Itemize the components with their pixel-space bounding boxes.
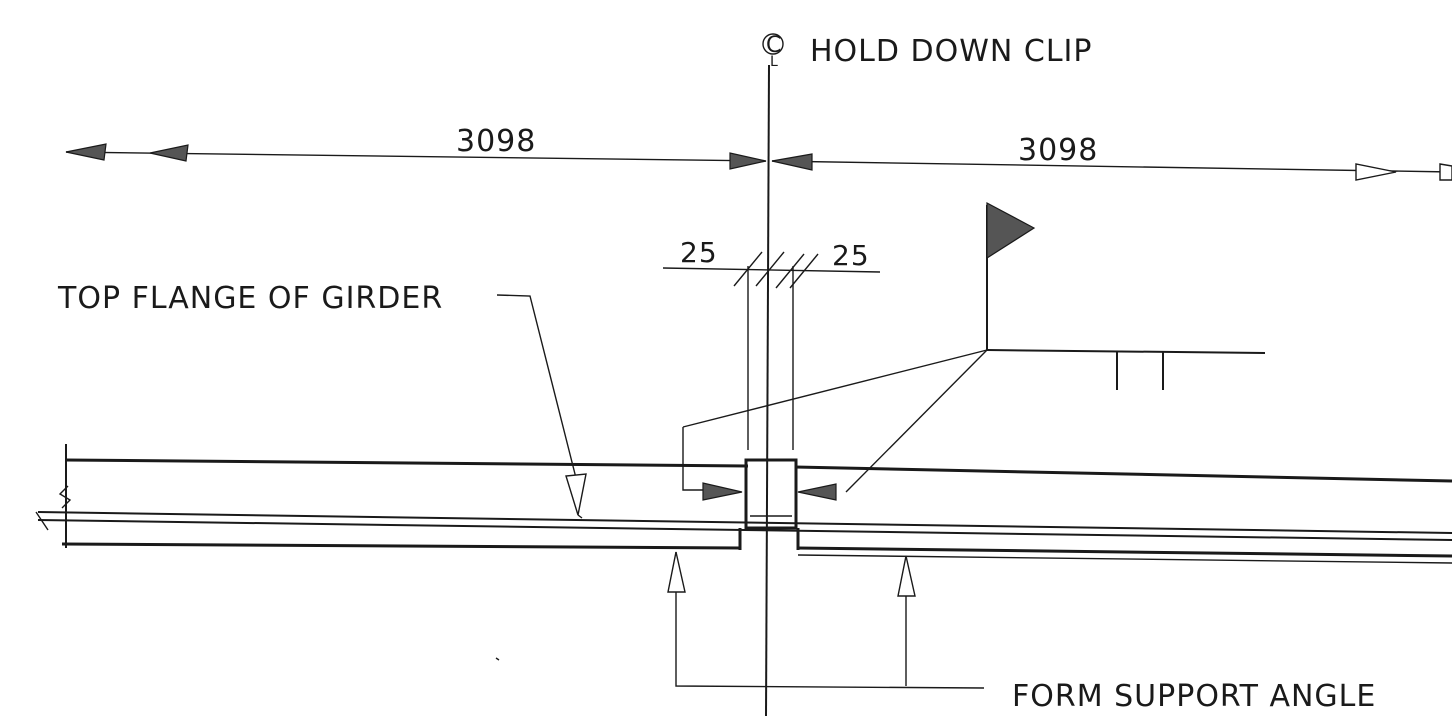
dim-left-span: 3098 xyxy=(456,124,536,159)
centerline xyxy=(765,64,770,716)
support-arrow-left xyxy=(667,551,686,593)
offset-dimension xyxy=(662,251,881,450)
hold-down-clip xyxy=(738,458,800,550)
top-flange-leader xyxy=(496,294,587,519)
dim-arrow-left-outer xyxy=(65,143,107,161)
dim-arrow-center-left xyxy=(729,152,767,170)
dim-right-offset: 25 xyxy=(832,239,870,272)
form-support-callout: FORM SUPPORT ANGLE xyxy=(1012,679,1376,714)
span-dimension-line xyxy=(65,143,1452,181)
weld-arrow-left xyxy=(702,482,743,501)
dim-left-offset: 25 xyxy=(680,236,718,269)
top-flange-arrow xyxy=(565,473,587,516)
weld-symbol xyxy=(682,202,1266,501)
field-weld-flag-icon xyxy=(986,202,1036,260)
hold-down-clip-label: HOLD DOWN CLIP xyxy=(810,34,1092,69)
centerline-symbol-c: C xyxy=(766,33,782,58)
dim-arrow-left-inner xyxy=(149,144,189,162)
weld-arrow-right xyxy=(797,483,837,501)
dim-arrow-right-edge xyxy=(1439,163,1452,181)
support-arrow-right xyxy=(897,555,916,597)
centerline-symbol-l: L xyxy=(770,54,779,70)
top-flange-callout: TOP FLANGE OF GIRDER xyxy=(57,281,443,316)
dim-right-span: 3098 xyxy=(1018,133,1098,168)
form-support-leader xyxy=(667,551,985,689)
centerline-symbol: C L xyxy=(762,33,784,70)
scan-speck xyxy=(495,657,500,661)
girder-top-flange xyxy=(35,444,1452,564)
dim-arrow-right xyxy=(1355,163,1397,181)
dim-arrow-center-right xyxy=(771,153,813,171)
